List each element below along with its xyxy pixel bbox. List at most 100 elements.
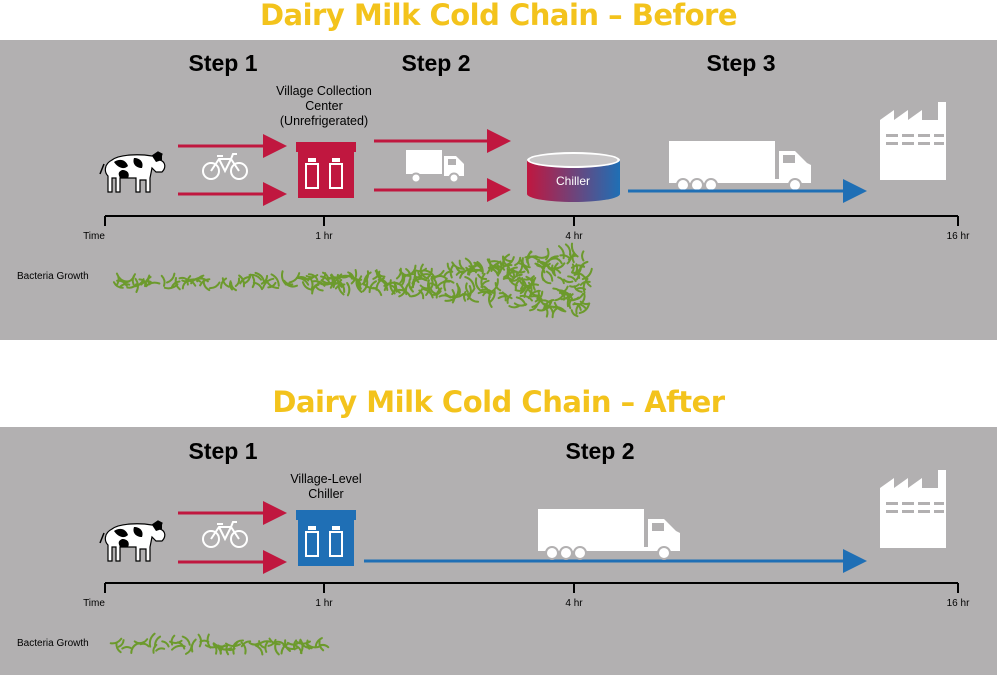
bacteria-mark [301, 281, 313, 291]
bacteria-mark [166, 272, 176, 284]
truck-icon-small [405, 149, 465, 184]
bacteria-mark [112, 281, 124, 289]
bacteria-mark [497, 295, 513, 300]
after-tick-4hr: 4 hr [565, 598, 583, 609]
bacteria-mark [176, 641, 186, 650]
bacteria-mark [567, 275, 577, 283]
bacteria-mark [465, 282, 469, 293]
bacteria-mark [532, 276, 537, 291]
bacteria-mark [174, 277, 181, 291]
bacteria-mark [350, 269, 358, 285]
bacteria-mark [355, 278, 363, 293]
bacteria-mark [408, 278, 414, 293]
bacteria-mark [254, 271, 266, 283]
collection-label-line3: (Unrefrigerated) [279, 114, 369, 128]
bacteria-mark [117, 639, 125, 648]
bacteria-mark [534, 290, 544, 303]
bacteria-mark [161, 640, 170, 648]
collection-label-line1: Village Collection [276, 84, 372, 98]
bacteria-mark [579, 300, 591, 306]
bacteria-mark [219, 277, 228, 289]
bacteria-mark [285, 282, 298, 288]
bacteria-mark [578, 260, 589, 271]
bacteria-mark [139, 642, 150, 648]
before-tick-time: Time [83, 231, 105, 242]
village-chiller-label-line2: Chiller [308, 487, 344, 501]
bacteria-mark [553, 301, 567, 313]
bacteria-mark [346, 282, 351, 297]
bacteria-mark [258, 640, 266, 649]
bacteria-mark [469, 268, 483, 274]
bacteria-mark [126, 283, 138, 289]
bacteria-mark [181, 635, 191, 646]
bacteria-mark [299, 638, 304, 654]
bacteria-mark [502, 277, 513, 281]
bacteria-mark [395, 267, 402, 280]
bacteria-mark [570, 242, 579, 258]
bacteria-mark [375, 270, 386, 278]
bacteria-mark [337, 281, 345, 296]
bacteria-mark [418, 289, 425, 300]
bacteria-mark [221, 277, 230, 288]
bacteria-mark [435, 287, 443, 299]
bacteria-mark [307, 273, 319, 281]
bacteria-mark [295, 640, 311, 645]
bacteria-mark [573, 285, 583, 293]
bacteria-mark [417, 271, 428, 282]
bacteria-mark [283, 279, 294, 286]
after-step-1: Step 1 [188, 438, 258, 464]
bacteria-mark [418, 273, 431, 279]
bacteria-mark [372, 286, 383, 297]
bacteria-mark [573, 292, 584, 301]
after-tick-1hr: 1 hr [315, 598, 333, 609]
bacteria-mark [506, 293, 512, 304]
bacteria-mark [394, 284, 401, 294]
bacteria-mark [389, 284, 398, 293]
before-title: Dairy Milk Cold Chain – Before [259, 0, 738, 32]
bacteria-mark [494, 282, 502, 292]
bacteria-mark [499, 263, 513, 272]
bacteria-mark [329, 279, 343, 286]
bacteria-mark [155, 647, 166, 652]
bacteria-mark [547, 255, 559, 263]
bacteria-mark [572, 302, 587, 309]
bacteria-mark [358, 275, 363, 289]
bacteria-mark [169, 639, 183, 644]
bacteria-mark [579, 280, 591, 286]
cow-icon [99, 520, 166, 562]
after-timeline [104, 582, 959, 593]
bacteria-mark [144, 276, 152, 288]
bacteria-mark [557, 276, 565, 285]
bacteria-mark [248, 641, 259, 646]
after-bacteria-label: Bacteria Growth [17, 638, 89, 649]
bacteria-mark [330, 273, 336, 289]
bacteria-mark [286, 641, 299, 646]
bacteria-mark [154, 635, 162, 648]
bacteria-mark [515, 296, 527, 307]
bacteria-mark [570, 309, 579, 318]
bacteria-mark [551, 307, 559, 319]
bacteria-mark [314, 637, 323, 649]
bacteria-mark [209, 281, 221, 290]
after-step-2: Step 2 [565, 438, 635, 464]
factory-icon [880, 102, 946, 180]
bacteria-mark [498, 292, 509, 298]
bacteria-mark [190, 638, 197, 653]
bacteria-mark [119, 283, 131, 288]
collection-label-line2: Center [305, 99, 343, 113]
bacteria-mark [121, 646, 132, 650]
bacteria-mark [514, 279, 520, 290]
bacteria-mark [274, 640, 285, 646]
bacteria-mark [545, 247, 550, 261]
bacteria-mark [375, 277, 385, 291]
before-bacteria-growth [112, 242, 593, 319]
bacteria-mark [425, 267, 433, 280]
bacteria-mark [320, 275, 331, 284]
bacteria-mark [170, 634, 176, 646]
village-chiller-label-line1: Village-Level [290, 472, 362, 486]
bacteria-mark [267, 638, 277, 647]
bacteria-mark [553, 262, 566, 270]
chiller-tank-icon [527, 152, 620, 202]
bacteria-mark [442, 279, 455, 284]
bacteria-mark [489, 266, 500, 271]
